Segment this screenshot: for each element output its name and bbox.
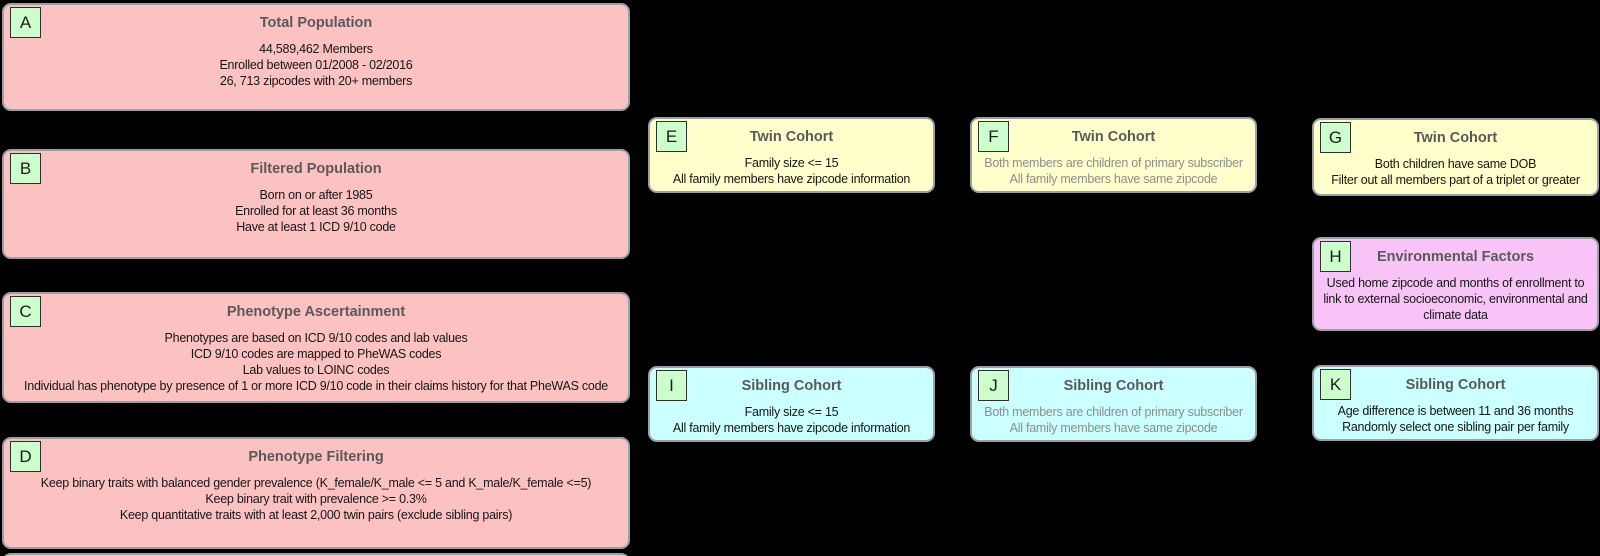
badge-letter: E bbox=[665, 126, 678, 146]
node-sibling-cohort-j[interactable]: J Sibling Cohort Both members are childr… bbox=[970, 366, 1257, 442]
node-title: Phenotype Ascertainment bbox=[226, 304, 406, 320]
node-badge-k: K bbox=[1320, 369, 1351, 400]
badge-letter: B bbox=[19, 158, 32, 178]
body-line: Used home zipcode and months of enrollme… bbox=[1326, 276, 1585, 290]
node-body: Born on or after 1985 Enrolled for at le… bbox=[4, 187, 628, 235]
body-line: Lab values to LOINC codes bbox=[242, 363, 390, 377]
node-phenotype-filtering[interactable]: D Phenotype Filtering Keep binary traits… bbox=[2, 437, 630, 549]
body-line: Filter out all members part of a triplet… bbox=[1331, 173, 1580, 187]
badge-letter: A bbox=[19, 12, 32, 32]
body-line: Both members are children of primary sub… bbox=[984, 156, 1243, 170]
node-badge-e: E bbox=[656, 121, 687, 152]
node-badge-f: F bbox=[978, 121, 1009, 152]
node-title: Sibling Cohort bbox=[741, 378, 842, 394]
badge-letter: J bbox=[989, 375, 998, 395]
body-line: Keep binary trait with prevalence >= 0.3… bbox=[205, 492, 427, 506]
node-body: Both children have same DOB Filter out a… bbox=[1314, 156, 1597, 188]
node-sibling-cohort-k[interactable]: K Sibling Cohort Age difference is betwe… bbox=[1312, 365, 1599, 441]
node-twin-cohort-f[interactable]: F Twin Cohort Both members are children … bbox=[970, 117, 1257, 193]
node-twin-cohort-g[interactable]: G Twin Cohort Both children have same DO… bbox=[1312, 118, 1599, 196]
body-line: Family size <= 15 bbox=[744, 405, 839, 419]
node-phenotype-ascertainment[interactable]: C Phenotype Ascertainment Phenotypes are… bbox=[2, 292, 630, 403]
badge-letter: G bbox=[1328, 127, 1343, 147]
badge-letter: H bbox=[1329, 246, 1342, 266]
node-badge-a: A bbox=[10, 7, 41, 38]
body-line: All family members have zipcode informat… bbox=[672, 421, 911, 435]
node-body: Used home zipcode and months of enrollme… bbox=[1314, 275, 1597, 323]
body-line: All family members have zipcode informat… bbox=[672, 172, 911, 186]
body-line: climate data bbox=[1423, 308, 1488, 322]
body-line: Both children have same DOB bbox=[1374, 157, 1537, 171]
node-sibling-cohort-i[interactable]: I Sibling Cohort Family size <= 15 All f… bbox=[648, 366, 935, 442]
badge-letter: C bbox=[19, 301, 32, 321]
node-title: Twin Cohort bbox=[749, 129, 834, 145]
node-badge-b: B bbox=[10, 153, 41, 184]
body-line: All family members have same zipcode bbox=[1009, 172, 1218, 186]
body-line: Keep quantitative traits with at least 2… bbox=[119, 508, 513, 522]
node-title: Total Population bbox=[259, 15, 373, 31]
node-title: Filtered Population bbox=[250, 161, 382, 177]
body-line: Both members are children of primary sub… bbox=[984, 405, 1243, 419]
body-line: Born on or after 1985 bbox=[259, 188, 373, 202]
node-badge-h: H bbox=[1320, 241, 1351, 272]
body-line: All family members have same zipcode bbox=[1009, 421, 1218, 435]
node-title: Twin Cohort bbox=[1413, 130, 1498, 146]
body-line: Family size <= 15 bbox=[744, 156, 839, 170]
badge-letter: F bbox=[988, 126, 999, 146]
body-line: 26, 713 zipcodes with 20+ members bbox=[219, 74, 413, 88]
body-line: link to external socioeconomic, environm… bbox=[1323, 292, 1588, 306]
body-line: Individual has phenotype by presence of … bbox=[24, 379, 608, 393]
body-line: Enrolled for at least 36 months bbox=[235, 204, 397, 218]
node-body: Keep binary traits with balanced gender … bbox=[4, 475, 628, 523]
node-body: Both members are children of primary sub… bbox=[972, 155, 1255, 187]
node-badge-d: D bbox=[10, 441, 41, 472]
body-line: ICD 9/10 codes are mapped to PheWAS code… bbox=[190, 347, 442, 361]
node-title: Sibling Cohort bbox=[1405, 377, 1506, 393]
node-title: Phenotype Filtering bbox=[248, 449, 384, 465]
badge-letter: I bbox=[669, 375, 674, 395]
node-badge-c: C bbox=[10, 296, 41, 327]
body-line: 44,589,462 Members bbox=[259, 42, 373, 56]
node-body: Age difference is between 11 and 36 mont… bbox=[1314, 403, 1597, 435]
badge-letter: K bbox=[1329, 374, 1342, 394]
node-body: Both members are children of primary sub… bbox=[972, 404, 1255, 436]
node-body: Family size <= 15 All family members hav… bbox=[650, 404, 933, 436]
node-badge-i: I bbox=[656, 370, 687, 401]
body-line: Have at least 1 ICD 9/10 code bbox=[236, 220, 396, 234]
node-filtered-population[interactable]: B Filtered Population Born on or after 1… bbox=[2, 149, 630, 259]
node-body: 44,589,462 Members Enrolled between 01/2… bbox=[4, 41, 628, 89]
body-line: Age difference is between 11 and 36 mont… bbox=[1337, 404, 1574, 418]
body-line: Randomly select one sibling pair per fam… bbox=[1342, 420, 1569, 434]
node-title: Twin Cohort bbox=[1071, 129, 1156, 145]
node-title: Sibling Cohort bbox=[1063, 378, 1164, 394]
node-body: Phenotypes are based on ICD 9/10 codes a… bbox=[4, 330, 628, 394]
node-badge-j: J bbox=[978, 370, 1009, 401]
node-badge-g: G bbox=[1320, 122, 1351, 153]
body-line: Phenotypes are based on ICD 9/10 codes a… bbox=[164, 331, 468, 345]
body-line: Keep binary traits with balanced gender … bbox=[40, 476, 592, 490]
node-body: Family size <= 15 All family members hav… bbox=[650, 155, 933, 187]
node-environmental-factors[interactable]: H Environmental Factors Used home zipcod… bbox=[1312, 237, 1599, 331]
node-total-population[interactable]: A Total Population 44,589,462 Members En… bbox=[2, 3, 630, 111]
body-line: Enrolled between 01/2008 - 02/2016 bbox=[219, 58, 413, 72]
node-title: Environmental Factors bbox=[1376, 249, 1535, 265]
badge-letter: D bbox=[19, 446, 32, 466]
node-twin-cohort-e[interactable]: E Twin Cohort Family size <= 15 All fami… bbox=[648, 117, 935, 193]
